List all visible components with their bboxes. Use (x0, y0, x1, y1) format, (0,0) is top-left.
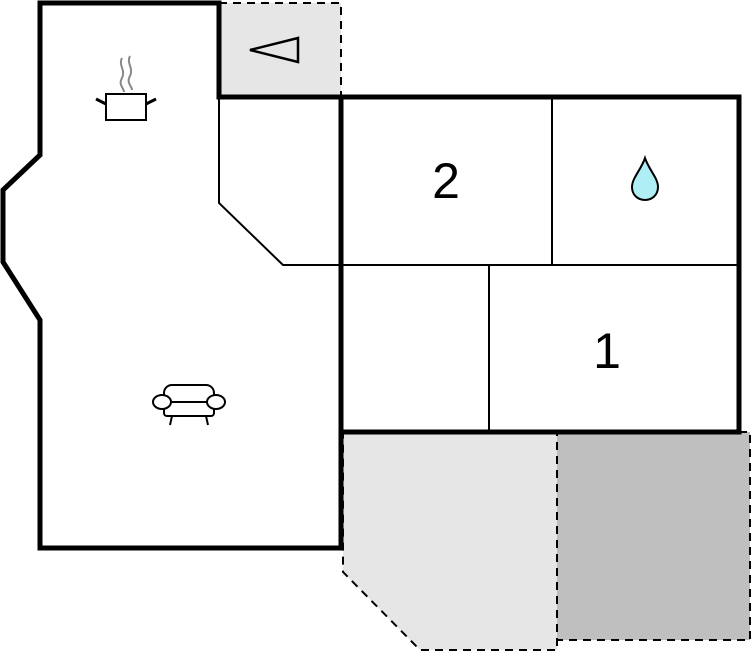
interior-walls (218, 97, 739, 432)
entrance-porch (218, 2, 342, 98)
hall-wall (218, 97, 341, 266)
terrace-right (556, 431, 751, 641)
left-wing-outer-wall (0, 0, 344, 551)
sofa-icon (152, 384, 226, 426)
room-label-2: 2 (432, 153, 460, 209)
terrace-left (342, 431, 558, 651)
kitchen-pot-icon (95, 55, 157, 121)
water-drop-icon (630, 154, 660, 202)
right-wing-outer-wall (338, 94, 742, 435)
room-label-1: 1 (593, 323, 621, 379)
triangle-icon (249, 36, 300, 64)
